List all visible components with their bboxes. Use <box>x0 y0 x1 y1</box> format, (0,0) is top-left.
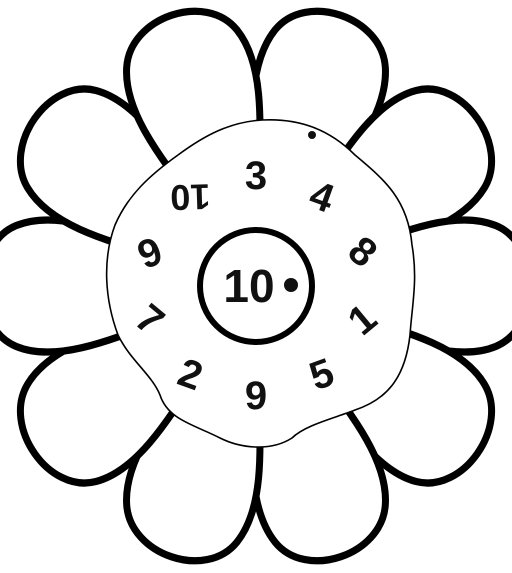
segment-number-9: 9 <box>245 374 267 418</box>
center-mark <box>284 278 298 292</box>
segment-number-3: 3 <box>245 154 267 198</box>
ring-mark <box>308 131 316 139</box>
segment-number-10-outer: 10 <box>170 176 211 218</box>
center-number: 10 <box>223 260 274 312</box>
